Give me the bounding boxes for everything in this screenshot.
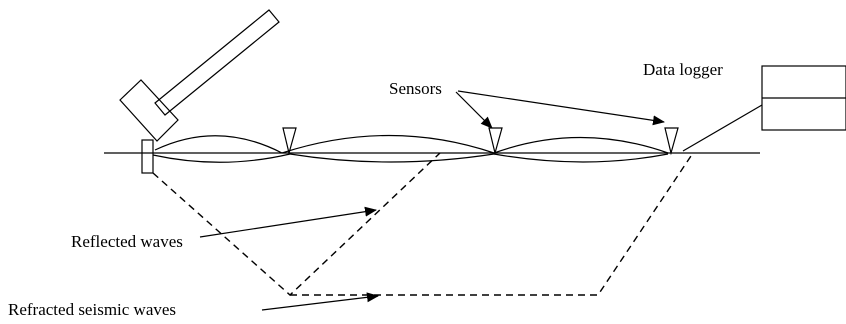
refracted-waves-arrow — [261, 292, 379, 311]
data-logger-box-icon — [761, 65, 846, 131]
refracted-wave-path — [290, 152, 694, 296]
sensor-3-icon — [664, 127, 679, 156]
sensors-label: Sensors — [389, 79, 442, 98]
surface-waves — [152, 134, 669, 163]
sensor-2-icon — [488, 127, 503, 156]
reflected-wave-path — [152, 152, 441, 296]
sensors-arrows — [455, 90, 665, 129]
impact-plate-icon — [141, 139, 154, 174]
refracted-waves-label: Refracted seismic waves — [8, 300, 176, 319]
hammer-icon — [119, 9, 280, 142]
reflected-waves-label: Reflected waves — [71, 232, 183, 251]
sensor-1-icon — [282, 127, 297, 156]
data-logger-cable — [682, 104, 763, 152]
reflected-waves-arrow — [199, 206, 377, 238]
data-logger-label: Data logger — [643, 60, 723, 79]
